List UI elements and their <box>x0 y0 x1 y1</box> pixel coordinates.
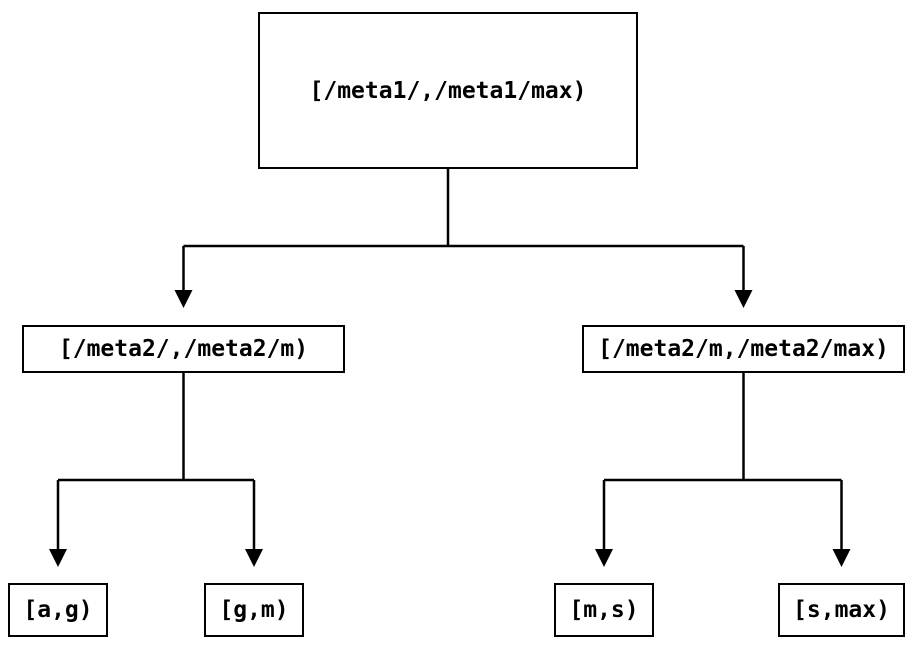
arrowhead-icon <box>595 549 613 567</box>
node-meta2-right-range: [/meta2/m,/meta2/max) <box>582 325 905 373</box>
node-root-range: [/meta1/,/meta1/max) <box>258 12 638 169</box>
edge-lines <box>56 169 843 550</box>
arrowhead-icon <box>734 290 753 308</box>
edge-arrowheads <box>49 290 851 567</box>
arrowhead-icon <box>174 290 193 308</box>
edge-root-to-level2 <box>182 169 745 291</box>
node-leaf-a-g: [a,g) <box>8 583 108 637</box>
node-leaf-g-m: [g,m) <box>204 583 304 637</box>
arrowhead-icon <box>49 549 67 567</box>
edge-right-to-leaves <box>602 373 843 550</box>
node-leaf-m-s: [m,s) <box>554 583 654 637</box>
arrowhead-icon <box>832 549 851 567</box>
edge-left-to-leaves <box>56 373 256 550</box>
arrowhead-icon <box>245 549 263 567</box>
node-meta2-left-range: [/meta2/,/meta2/m) <box>22 325 345 373</box>
node-leaf-s-max: [s,max) <box>778 583 905 637</box>
